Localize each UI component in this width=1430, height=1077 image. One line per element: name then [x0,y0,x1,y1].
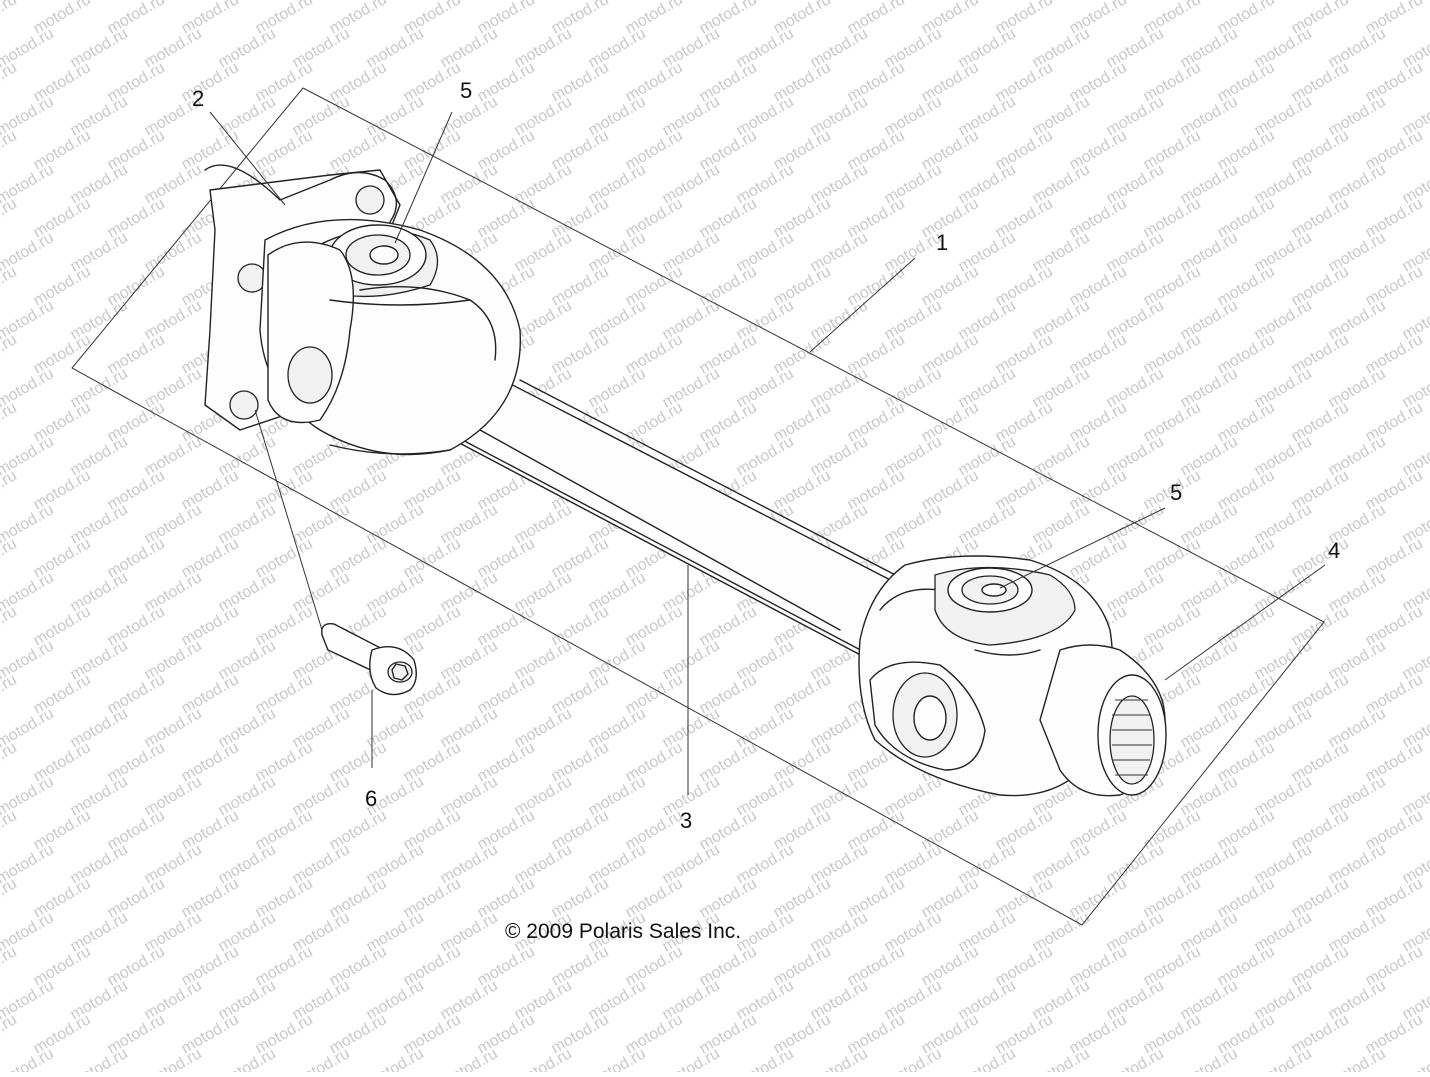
watermark-text: motod.ru [0,875,20,921]
watermark-text: motod.ru [0,127,20,173]
callout-1: 1 [936,230,948,255]
watermark-text: motod.ru [1178,1045,1241,1072]
callout-5-left: 5 [460,78,472,103]
callout-6: 6 [365,786,377,811]
watermark-text: motod.ru [438,1045,501,1072]
watermark-text: motod.ru [0,399,20,445]
callout-2: 2 [192,86,204,111]
watermark-text: motod.ru [290,1045,353,1072]
watermark-text: motod.ru [1030,1045,1093,1072]
watermark-text: motod.ru [1400,1045,1430,1072]
watermark-text: motod.ru [142,1045,205,1072]
watermark-text: motod.ru [0,807,20,853]
watermark-text: motod.ru [734,1045,797,1072]
flange-yoke-left [205,165,520,454]
watermark-text: motod.ru [1104,1045,1167,1072]
watermark-text: motod.ru [0,603,20,649]
watermark-text: motod.ru [0,1045,57,1072]
watermark-text: motod.ru [68,1045,131,1072]
watermark-text: motod.ru [216,1045,279,1072]
callout-3: 3 [680,808,692,833]
watermark-text: motod.ru [0,943,20,989]
watermark-text: motod.ru [660,1045,723,1072]
watermark-text: motod.ru [0,59,20,105]
watermark-text: motod.ru [512,1045,575,1072]
watermark-text: motod.ru [0,671,20,717]
watermark-text: motod.ru [0,1011,20,1057]
watermark-text: motod.ru [0,195,20,241]
watermark-text: motod.ru [882,1045,945,1072]
watermark-text: motod.ru [956,1045,1019,1072]
watermark-text: motod.ru [364,1045,427,1072]
watermark-text: motod.ru [0,535,20,581]
watermark-text: motod.ru [0,263,20,309]
callout-4: 4 [1328,538,1340,563]
watermark-text: motod.ru [0,0,20,37]
callout-5-right: 5 [1170,480,1182,505]
watermark-text: motod.ru [0,331,20,377]
copyright-text: © 2009 Polaris Sales Inc. [505,920,741,943]
watermark-text: motod.ru [0,739,20,785]
watermark-text: motod.ru [1326,1045,1389,1072]
watermark-text: motod.ru [586,1045,649,1072]
watermark-text: motod.ru [808,1045,871,1072]
watermark-text: motod.ru [0,467,20,513]
watermark-text: motod.ru [1252,1045,1315,1072]
